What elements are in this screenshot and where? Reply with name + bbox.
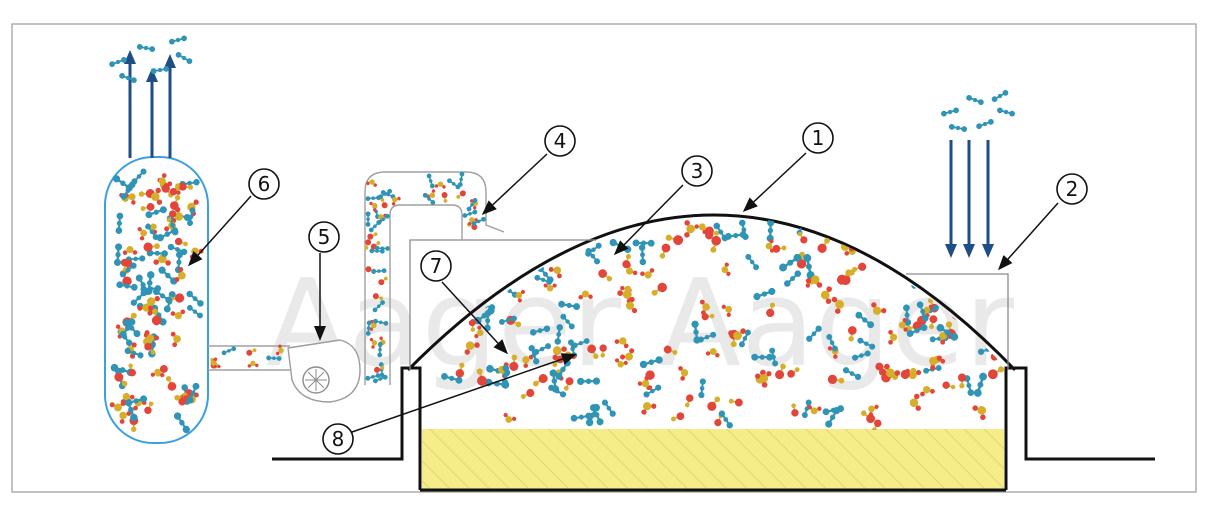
gas-molecule-icon [168, 35, 187, 45]
gas-molecule-icon [909, 393, 922, 411]
substrate-layer [422, 429, 1004, 490]
callout-label: 7 [430, 254, 443, 278]
exhaust-arrow-icon [124, 50, 176, 158]
gas-molecule-icon [766, 219, 774, 242]
gas-molecule-icon [681, 393, 697, 408]
gas-molecule-icon [150, 66, 169, 75]
callout-label: 2 [1066, 177, 1079, 201]
gas-molecule-icon [971, 401, 990, 421]
callout-2: 2 [1057, 174, 1087, 204]
gas-molecule-icon [462, 234, 482, 244]
callout-6: 6 [249, 169, 279, 199]
gas-molecule-icon [480, 221, 489, 235]
gas-molecule-icon [684, 220, 695, 238]
callout-label: 8 [332, 427, 345, 451]
gas-molecule-icon [508, 216, 531, 235]
gas-molecule-icon [976, 222, 988, 235]
gas-molecule-icon [751, 354, 773, 361]
gas-molecule-icon [247, 360, 258, 367]
gas-molecule-icon [436, 225, 457, 246]
gas-molecule-icon [728, 394, 745, 411]
clean-gas-molecules [108, 35, 1015, 133]
gas-molecule-icon [601, 398, 617, 418]
gas-molecule-icon [108, 56, 127, 68]
gas-molecule-icon [543, 239, 558, 254]
gas-molecule-icon [965, 94, 984, 106]
gas-molecule-icon [948, 124, 967, 133]
gas-molecule-icon [996, 107, 1015, 117]
gas-molecule-icon [983, 218, 996, 230]
gas-molecule-icon [807, 405, 822, 415]
gas-molecule-icon [991, 89, 1010, 103]
gas-molecule-icon [975, 118, 994, 130]
gas-molecule-icon [175, 51, 194, 65]
callout-label: 5 [318, 225, 331, 249]
gas-molecule-icon [885, 238, 905, 256]
gas-molecule-icon [136, 44, 155, 53]
gas-molecule-icon [501, 412, 517, 425]
gas-molecule-icon [221, 346, 237, 356]
gas-molecule-icon [426, 173, 435, 189]
gas-molecule-icon [990, 222, 1009, 235]
callout-label: 3 [691, 159, 704, 183]
gas-molecule-icon [366, 211, 371, 226]
callout-5: 5 [309, 222, 339, 252]
gas-molecule-icon [670, 410, 685, 424]
callout-3: 3 [682, 156, 712, 186]
callout-label: 4 [554, 129, 567, 153]
gas-molecule-icon [246, 347, 257, 358]
callout-1: 1 [803, 123, 833, 153]
gas-molecule-icon [638, 398, 658, 415]
callout-8: 8 [323, 424, 353, 454]
gas-molecule-icon [439, 191, 451, 203]
gas-molecule-icon [368, 219, 382, 233]
callout-label: 1 [812, 126, 825, 150]
gas-molecule-icon [815, 237, 833, 254]
gas-molecule-icon [765, 239, 774, 253]
gas-molecule-icon [456, 190, 466, 199]
gas-molecule-icon [518, 225, 542, 247]
callout-7: 7 [421, 251, 451, 281]
gas-molecule-icon [871, 216, 888, 234]
gas-molecule-icon [787, 403, 802, 418]
gas-molecule-icon [435, 181, 447, 189]
gas-molecule-icon [797, 231, 809, 243]
gas-molecule-icon [369, 199, 380, 212]
gas-molecule-icon [458, 171, 465, 187]
callout-label: 6 [258, 172, 271, 196]
inflow-arrow-icon [945, 140, 994, 258]
gas-molecule-icon [118, 72, 137, 84]
gas-molecule-icon [706, 396, 723, 412]
gas-molecule-icon [506, 240, 529, 248]
gas-molecule-icon [450, 241, 463, 256]
gas-molecule-icon [577, 377, 600, 385]
gas-molecule-icon [517, 224, 538, 244]
gas-molecule-icon [484, 222, 509, 234]
gas-molecule-icon [940, 107, 959, 117]
callout-4: 4 [545, 126, 575, 156]
gas-molecule-icon [581, 216, 596, 234]
